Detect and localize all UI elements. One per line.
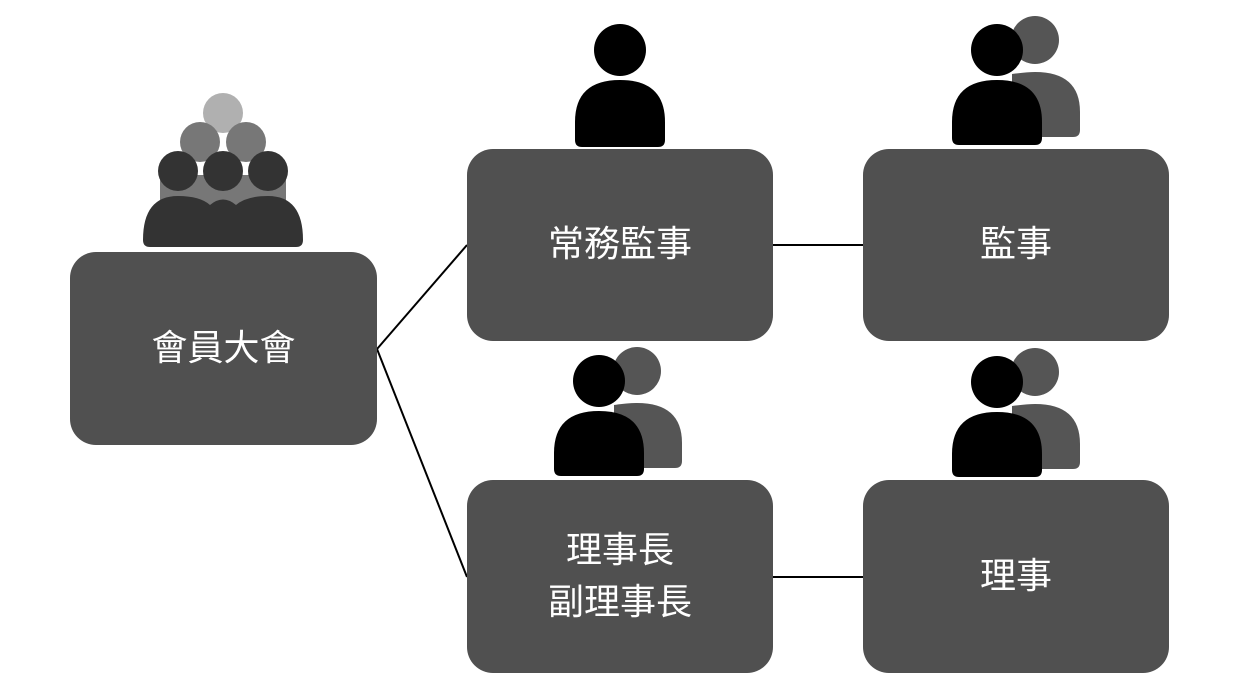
node-assembly: 會員大會 (70, 252, 377, 445)
people-icon (952, 348, 1080, 477)
person-icon (575, 24, 665, 147)
people-icon (554, 347, 682, 476)
node-supervisor: 監事 (863, 149, 1169, 341)
crowd-icon (143, 93, 303, 247)
connectors (376, 244, 863, 578)
node-standing-supervisor: 常務監事 (467, 149, 773, 341)
node-label: 監事 (979, 224, 1052, 265)
people-icon (952, 16, 1080, 145)
node-chairman: 理事長 副理事長 (467, 480, 773, 673)
node-label: 常務監事 (547, 224, 692, 265)
node-label: 理事 (979, 555, 1052, 597)
node-label-line2: 副理事長 (547, 581, 692, 623)
connector-assembly-standing-supervisor (376, 244, 468, 350)
node-label: 會員大會 (151, 327, 296, 369)
node-label-line1: 理事長 (565, 529, 674, 571)
node-director: 理事 (863, 480, 1169, 673)
connector-assembly-chairman (376, 348, 468, 578)
